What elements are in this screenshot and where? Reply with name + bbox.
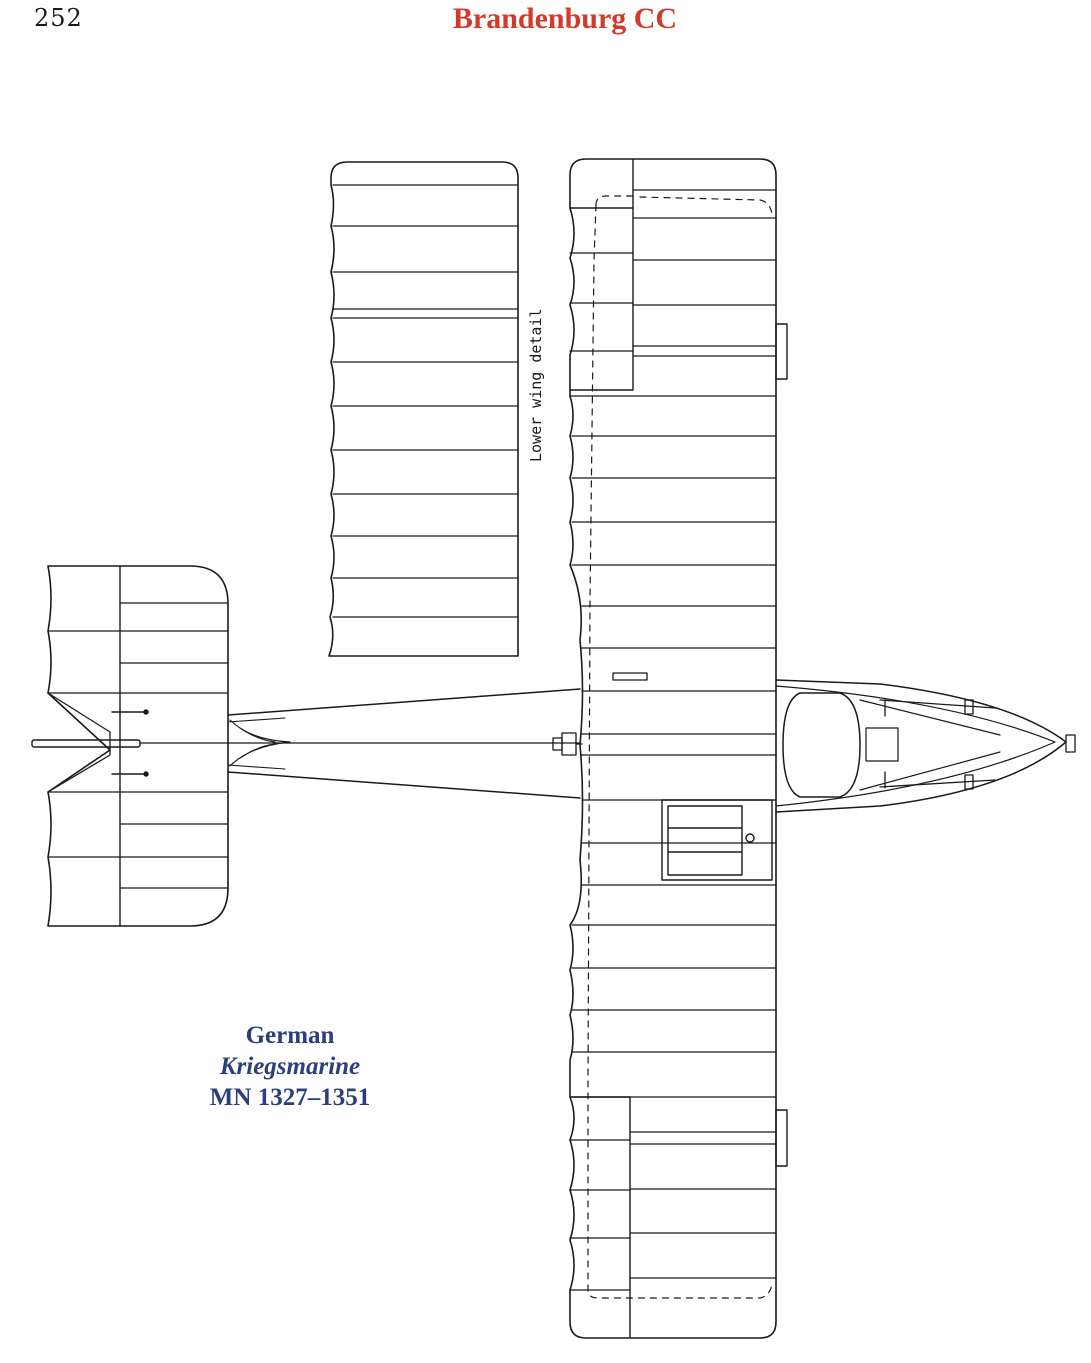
- cockpit-opening: [782, 692, 861, 798]
- aircraft-caption: German Kriegsmarine MN 1327–1351: [170, 1020, 410, 1113]
- right-aileron-horn: [775, 1109, 788, 1167]
- upper-left-aileron: [569, 159, 634, 391]
- upper-wing: [569, 158, 788, 1339]
- nose-cockpit: [775, 679, 1076, 813]
- tailplane: [31, 565, 229, 927]
- lower-wing-detail-inset: Lower wing detail: [328, 161, 545, 657]
- lower-wing-outline: [328, 161, 519, 657]
- tailplane-control-horns: [111, 709, 149, 777]
- upper-right-aileron: [569, 1096, 631, 1338]
- nose-inner-outline: [775, 685, 1056, 807]
- upper-wing-dashed-spar: [587, 195, 773, 1299]
- caption-line-service: Kriegsmarine: [219, 1053, 361, 1080]
- upper-wing-outline: [569, 158, 777, 1339]
- nose-outline: [775, 679, 1067, 813]
- tailplane-ribs: [47, 602, 229, 889]
- elevator-hinge-notch: [47, 692, 111, 793]
- fuselage-lower-longeron: [227, 771, 581, 799]
- caption-line-serials: MN 1327–1351: [209, 1084, 371, 1111]
- fuselage-upper-longeron: [227, 688, 581, 716]
- lower-wing-detail-label: Lower wing detail: [527, 308, 545, 462]
- fuselage: [139, 688, 583, 799]
- center-section-hatch: [661, 799, 773, 881]
- tailplane-outline: [47, 565, 229, 927]
- lower-wing-ribs: [332, 184, 519, 618]
- wing-fitting-plate: [612, 672, 648, 681]
- engine-struts: [879, 699, 996, 790]
- caption-line-country: German: [245, 1022, 335, 1049]
- page-number: 252: [34, 4, 83, 32]
- cockpit-coaming: [859, 699, 1001, 791]
- left-aileron-horn: [775, 323, 788, 380]
- tail-post-fairing: [229, 719, 291, 767]
- rudder-post: [31, 739, 141, 748]
- fuselage-stringers: [227, 717, 286, 770]
- nose-tip-fitting: [1065, 734, 1076, 753]
- fuselage-fitting: [552, 732, 583, 756]
- cockpit-seat: [865, 727, 899, 762]
- page-title: Brandenburg CC: [452, 2, 678, 35]
- upper-wing-ribs: [569, 189, 777, 1291]
